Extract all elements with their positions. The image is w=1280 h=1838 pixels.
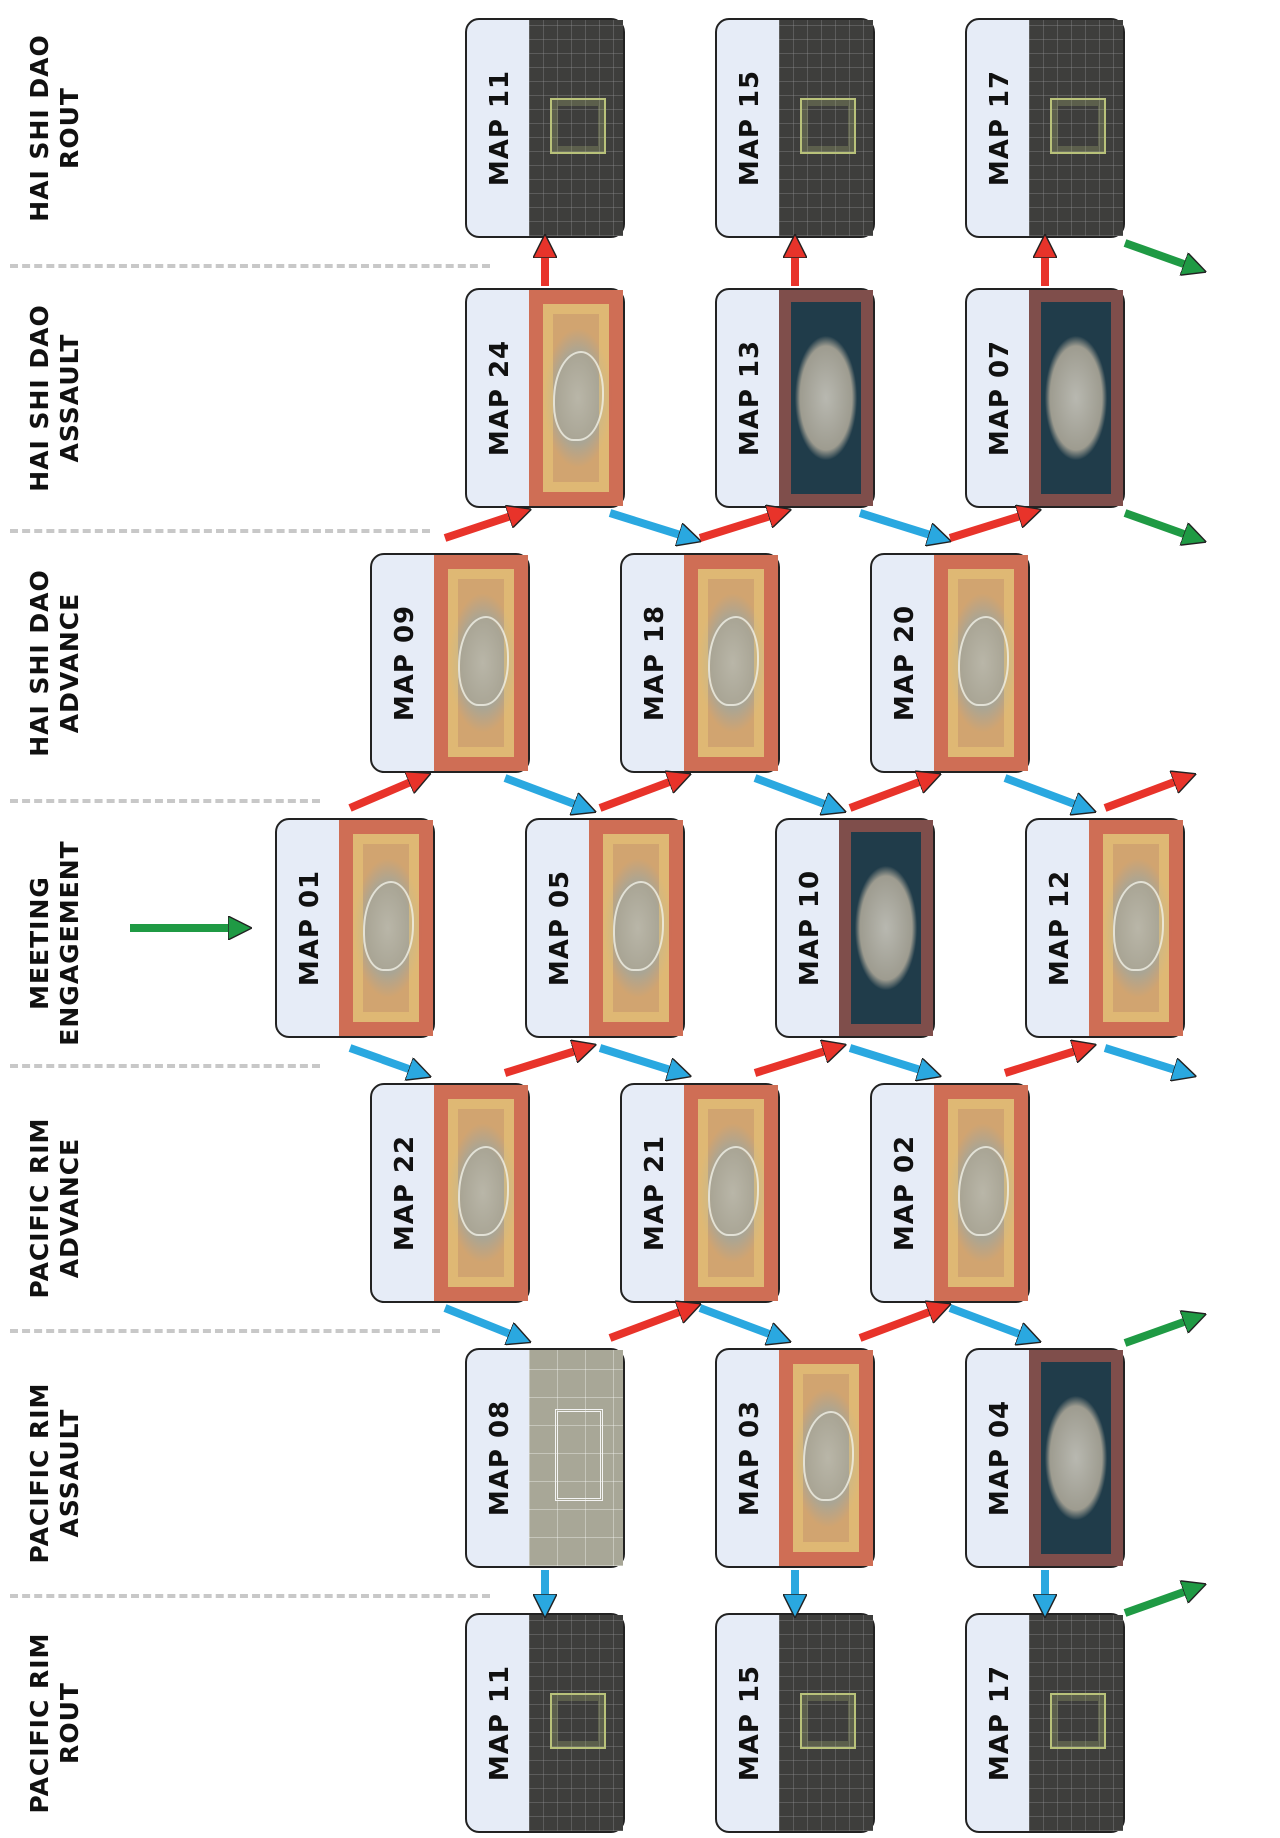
exit-arrow-blue: [1105, 1048, 1185, 1073]
flow-arrow-red: [350, 778, 420, 808]
flow-arrow-blue: [505, 778, 585, 808]
exit-arrow-green: [1125, 1318, 1195, 1343]
exit-arrow-red: [1105, 778, 1185, 808]
exit-arrow-green: [1125, 513, 1195, 538]
flow-arrow-red: [850, 778, 930, 808]
flow-arrow-red: [600, 778, 680, 808]
flow-arrow-red: [505, 1048, 585, 1073]
flow-arrow-blue: [600, 1048, 680, 1073]
flow-arrow-red: [610, 1308, 690, 1338]
flow-arrow-blue: [700, 1308, 780, 1338]
flow-arrow-blue: [860, 513, 940, 538]
exit-arrow-green: [1125, 243, 1195, 268]
flow-arrow-red: [755, 1048, 835, 1073]
flow-arrow-red: [1005, 1048, 1085, 1073]
flow-arrow-red: [860, 1308, 940, 1338]
flow-arrow-blue: [850, 1048, 930, 1073]
flow-arrow-blue: [1005, 778, 1085, 808]
flow-arrow-blue: [350, 1048, 420, 1073]
flow-arrow-red: [950, 513, 1030, 538]
exit-arrow-green: [1125, 1588, 1195, 1613]
flow-arrow-blue: [755, 778, 835, 808]
flow-arrow-blue: [445, 1308, 520, 1338]
flow-arrow-blue: [950, 1308, 1030, 1338]
flow-arrow-red: [445, 513, 520, 538]
flow-arrow-red: [700, 513, 780, 538]
flow-arrow-blue: [610, 513, 690, 538]
